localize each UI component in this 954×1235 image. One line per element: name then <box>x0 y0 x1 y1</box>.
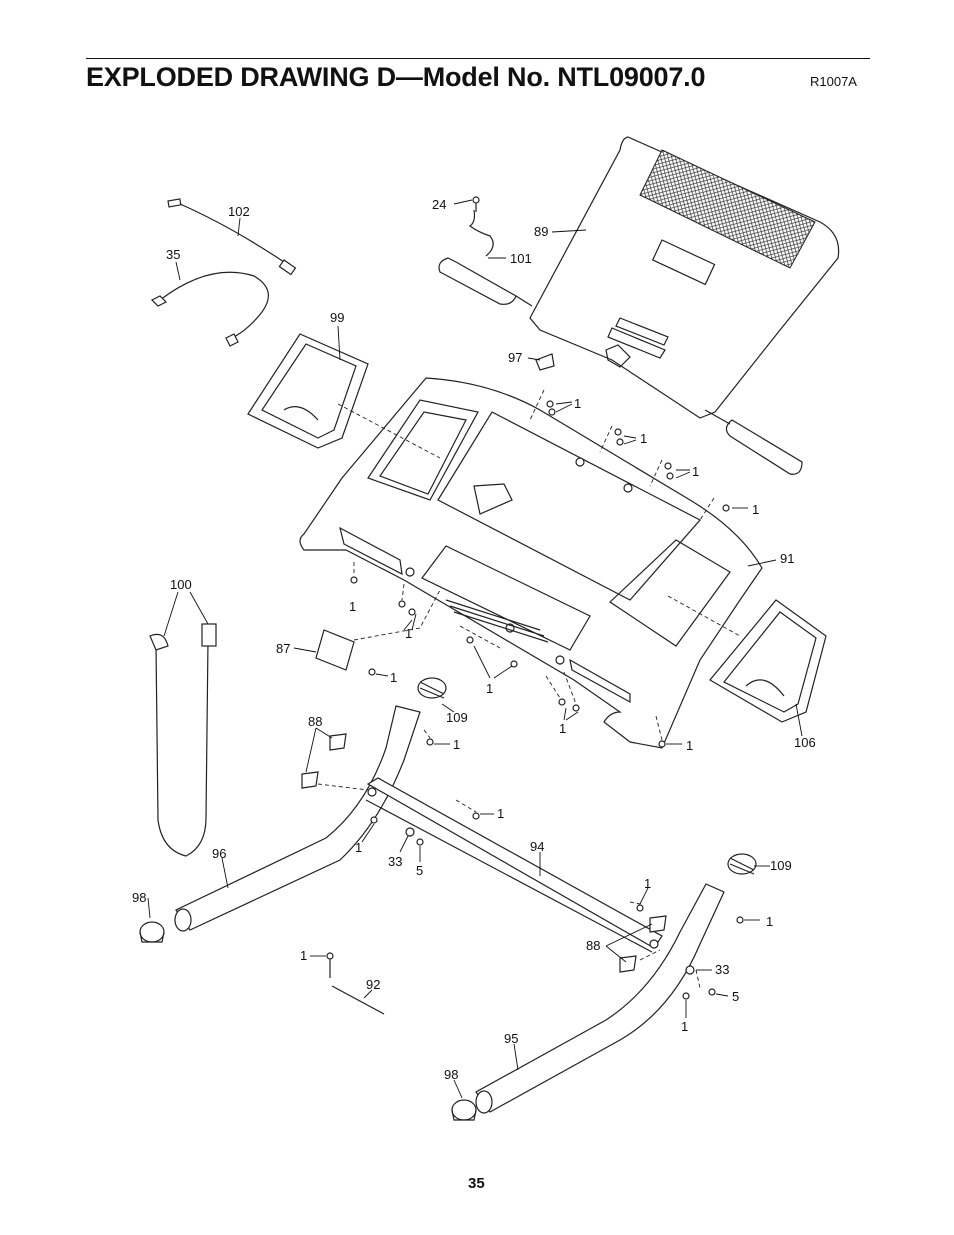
callout-95: 95 <box>504 1031 518 1046</box>
callout-1d: 1 <box>752 502 759 517</box>
callout-97: 97 <box>508 350 522 365</box>
callout-100: 100 <box>170 577 192 592</box>
frame-part-91 <box>299 377 763 749</box>
callout-102: 102 <box>228 204 250 219</box>
callout-88b: 88 <box>586 938 600 953</box>
callout-106: 106 <box>794 735 816 750</box>
callout-99: 99 <box>330 310 344 325</box>
wire-part-35 <box>150 271 269 347</box>
strap-part-100 <box>149 623 217 857</box>
bracket-part-88-a <box>329 733 347 751</box>
callout-35: 35 <box>166 247 180 262</box>
callout-5a: 5 <box>416 863 423 878</box>
crossbar-part-94 <box>365 777 663 953</box>
wire-part-101 <box>468 196 494 257</box>
callout-1l: 1 <box>355 840 362 855</box>
callout-1n: 1 <box>644 876 651 891</box>
callout-1g: 1 <box>390 670 397 685</box>
callout-87: 87 <box>276 641 290 656</box>
tray-part-99 <box>247 333 369 449</box>
upright-part-96 <box>174 705 421 932</box>
callout-96: 96 <box>212 846 226 861</box>
console-part-89 <box>529 136 840 419</box>
endcap-part-98-right <box>451 1099 477 1121</box>
header-rule <box>86 58 870 59</box>
bushing-part-109-lower <box>727 853 757 875</box>
callout-33b: 33 <box>715 962 729 977</box>
cover-part-87 <box>315 629 355 671</box>
callout-5b: 5 <box>732 989 739 1004</box>
callout-109a: 109 <box>446 710 468 725</box>
leader-lines <box>147 199 803 1099</box>
callout-24: 24 <box>432 197 446 212</box>
callout-1c: 1 <box>692 464 699 479</box>
callout-1f: 1 <box>405 626 412 641</box>
callout-88a: 88 <box>308 714 322 729</box>
page-title: EXPLODED DRAWING D—Model No. NTL09007.0 <box>86 62 706 92</box>
callout-1p: 1 <box>300 948 307 963</box>
bracket-part-88-c <box>649 915 667 933</box>
callout-1j: 1 <box>453 737 460 752</box>
rod-part-92 <box>326 952 385 1015</box>
callout-101: 101 <box>510 251 532 266</box>
handgrip-right <box>704 409 803 475</box>
callout-91: 91 <box>780 551 794 566</box>
bracket-part-88-d <box>619 955 637 973</box>
callout-94: 94 <box>530 839 544 854</box>
callout-1h: 1 <box>486 681 493 696</box>
callout-1o: 1 <box>766 914 773 929</box>
callout-98b: 98 <box>444 1067 458 1082</box>
callout-1k: 1 <box>686 738 693 753</box>
page-number: 35 <box>468 1175 485 1192</box>
callout-33a: 33 <box>388 854 402 869</box>
callout-1q: 1 <box>681 1019 688 1034</box>
callout-1m: 1 <box>497 806 504 821</box>
handgrip-left <box>438 257 533 307</box>
callout-labels: 102 35 24 89 101 99 97 1 1 1 1 91 100 1 … <box>132 197 816 1082</box>
bushing-part-109-upper <box>417 677 447 699</box>
clip-part-97 <box>535 353 555 371</box>
endcap-part-98-left <box>139 921 165 943</box>
tray-part-106 <box>709 599 827 723</box>
alignment-lines <box>317 389 741 989</box>
callout-98a: 98 <box>132 890 146 905</box>
callout-1i: 1 <box>559 721 566 736</box>
drawing-code: R1007A <box>810 74 857 89</box>
cable-part-102 <box>167 198 297 276</box>
bracket-part-88-b <box>301 771 319 789</box>
callout-89: 89 <box>534 224 548 239</box>
callout-109b: 109 <box>770 858 792 873</box>
callout-1b: 1 <box>640 431 647 446</box>
callout-1a: 1 <box>574 396 581 411</box>
callout-1e: 1 <box>349 599 356 614</box>
callout-92: 92 <box>366 977 380 992</box>
screw-markers <box>350 400 744 1000</box>
